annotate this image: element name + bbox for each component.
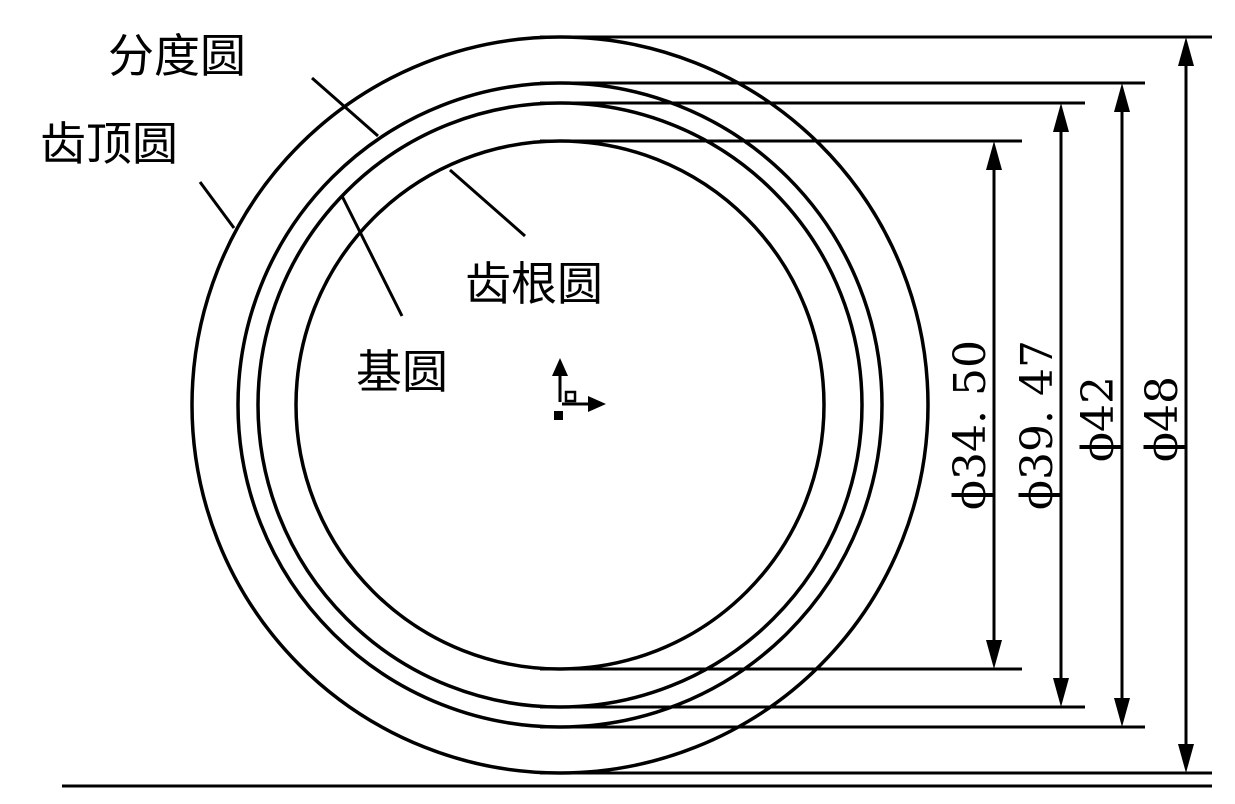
leader-addendum-circle — [198, 181, 236, 229]
leader-root-circle — [449, 168, 526, 238]
pitch-circle — [236, 81, 884, 729]
leader-base-circle — [340, 195, 404, 317]
dimension-text-pitch: ϕ42 — [1073, 376, 1124, 462]
dimension-line-root — [986, 141, 1002, 669]
dimension-line-addendum — [1178, 37, 1194, 773]
label-addendum-circle: 齿顶圆 — [40, 117, 178, 171]
label-base-circle: 基圆 — [356, 345, 448, 399]
dimension-line-pitch — [1114, 83, 1130, 727]
dimension-text-root: ϕ34. 50 — [945, 340, 996, 510]
addendum-circle — [190, 35, 930, 775]
label-root-circle: 齿根圆 — [465, 257, 603, 311]
dimension-text-addendum: ϕ48 — [1137, 376, 1188, 462]
dimension-text-base: ϕ39. 47 — [1012, 340, 1063, 510]
center-axis-icon — [552, 358, 606, 420]
dimension-line-base — [1053, 103, 1069, 707]
root-circle — [294, 139, 826, 671]
base-circle — [256, 101, 864, 709]
leader-pitch-circle — [311, 76, 379, 138]
label-pitch-circle: 分度圆 — [108, 29, 246, 83]
